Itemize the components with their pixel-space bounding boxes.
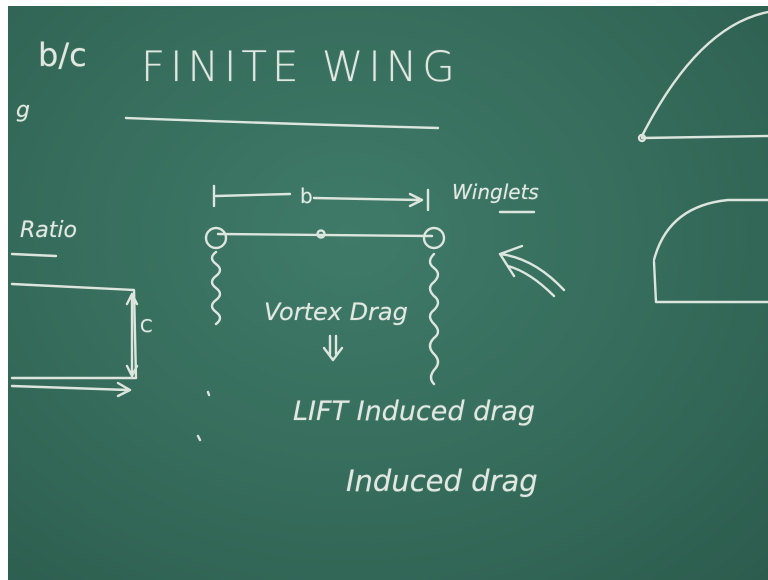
left-tip-vortex xyxy=(210,250,222,326)
chalkboard: b/c FINITE WING g Ratio b Winglets C Vor… xyxy=(8,6,768,580)
corner-fraction: b/c xyxy=(38,36,87,74)
right-wingtip xyxy=(422,226,446,250)
rectangle-wing xyxy=(10,282,138,380)
lift-induced-drag-text: LIFT Induced drag xyxy=(293,396,536,427)
vortex-drag-text: Vortex Drag xyxy=(264,298,408,326)
chord-label: C xyxy=(140,316,153,337)
airfoil-bottom-curve xyxy=(652,198,768,262)
winglets-label: Winglets xyxy=(452,180,539,204)
winglet-arrow-tail xyxy=(506,264,556,298)
winglet-arrow xyxy=(498,244,566,292)
span-arrow-left xyxy=(214,192,292,198)
ratio-underline xyxy=(10,252,58,258)
wing-center-dot xyxy=(316,229,326,239)
chalk-drawings xyxy=(10,10,768,442)
airfoil-bottom-base xyxy=(652,260,768,304)
span-label: b xyxy=(300,184,313,208)
title-underline xyxy=(124,116,440,130)
implies-arrow xyxy=(322,334,344,362)
rectangle-arrow xyxy=(10,381,132,398)
chalk-mark xyxy=(196,434,202,442)
chalk-mark xyxy=(206,390,211,397)
airfoil-top-curve xyxy=(640,10,768,138)
left-wingtip xyxy=(204,226,228,250)
airfoil-top-base xyxy=(640,134,768,140)
induced-drag-text: Induced drag xyxy=(346,464,538,498)
page-title: FINITE WING xyxy=(141,42,460,91)
span-arrow-right xyxy=(312,192,424,208)
chord-arrow xyxy=(125,292,139,378)
left-edge-label: Ratio xyxy=(20,218,77,243)
left-edge-word: g xyxy=(16,98,30,123)
airfoil-top-dot xyxy=(637,133,647,143)
right-tip-vortex xyxy=(428,252,440,386)
